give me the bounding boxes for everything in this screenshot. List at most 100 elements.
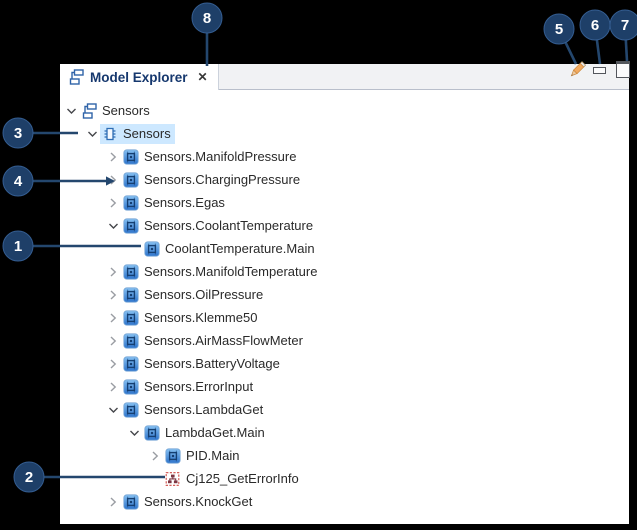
callout-number: 6 [591, 17, 599, 34]
tree-item-sensors-egas[interactable]: Sensors.Egas [60, 191, 629, 214]
module-icon [123, 217, 139, 234]
tree-item-label: Sensors.KnockGet [144, 494, 253, 509]
item-content: Sensors [79, 101, 154, 121]
structure-icon [81, 102, 97, 119]
block-icon [102, 126, 118, 142]
item-content: Sensors.ChargingPressure [121, 170, 304, 190]
tree-item-label: LambdaGet.Main [165, 425, 265, 440]
chevron-expanded-icon[interactable] [104, 402, 121, 418]
chevron-collapsed-icon[interactable] [104, 356, 121, 372]
tree-item-label: Sensors.LambdaGet [144, 402, 264, 417]
item-content: Sensors.Klemme50 [121, 308, 261, 328]
tree-item-label: Sensors.ErrorInput [144, 379, 254, 394]
tree-item-label: Sensors.Egas [144, 195, 225, 210]
chevron-collapsed-icon[interactable] [104, 149, 121, 165]
chevron-collapsed-icon[interactable] [104, 379, 121, 395]
tree-item-label: Sensors [102, 103, 150, 118]
item-content: PID.Main [163, 446, 243, 466]
minimize-icon [593, 67, 606, 74]
chevron-collapsed-icon[interactable] [104, 333, 121, 349]
item-content: Sensors.KnockGet [121, 492, 256, 512]
item-content: Sensors.CoolantTemperature [121, 216, 317, 236]
tree-item-cj125-geterrorinfo[interactable]: Cj125_GetErrorInfo [60, 467, 629, 490]
tree-item-lambdaget-main[interactable]: LambdaGet.Main [60, 421, 629, 444]
tree-item-sensors-klemme50[interactable]: Sensors.Klemme50 [60, 306, 629, 329]
tree-item-sensors-knockget[interactable]: Sensors.KnockGet [60, 490, 629, 513]
tree-item-label: Sensors [123, 126, 171, 141]
tree-item-sensors-chargingpressure[interactable]: Sensors.ChargingPressure [60, 168, 629, 191]
module-icon [165, 447, 181, 464]
model-explorer-panel: Model Explorer ✕ Sensors Sensors Sensors… [60, 64, 629, 524]
chevron-collapsed-icon[interactable] [104, 287, 121, 303]
tree-item-sensors[interactable]: Sensors [60, 122, 629, 145]
module-icon [123, 401, 139, 418]
callout-line-7 [623, 24, 629, 62]
callout-number: 5 [555, 21, 563, 38]
module-icon [123, 355, 139, 372]
tree-item-sensors-lambdaget[interactable]: Sensors.LambdaGet [60, 398, 629, 421]
item-content: Sensors.BatteryVoltage [121, 354, 284, 374]
callout-number: 3 [14, 125, 22, 142]
tab-strip: Model Explorer ✕ [60, 64, 629, 90]
tree-item-label: Sensors.ChargingPressure [144, 172, 301, 187]
chevron-collapsed-icon[interactable] [104, 494, 121, 510]
module-icon [123, 286, 139, 303]
item-content: Sensors.ErrorInput [121, 377, 257, 397]
chevron-expanded-icon[interactable] [104, 218, 121, 234]
tree-item-label: Sensors.ManifoldTemperature [144, 264, 318, 279]
item-content: Sensors.ManifoldPressure [121, 147, 300, 167]
maximize-button[interactable] [616, 61, 630, 78]
chevron-expanded-icon[interactable] [125, 425, 142, 441]
tree-item-sensors-airmassflowmeter[interactable]: Sensors.AirMassFlowMeter [60, 329, 629, 352]
tab-close-icon[interactable]: ✕ [197, 70, 208, 84]
module-icon [144, 424, 160, 441]
callout-number: 8 [203, 10, 211, 27]
module-icon [123, 194, 139, 211]
item-content: LambdaGet.Main [142, 423, 269, 443]
item-content: Sensors.OilPressure [121, 285, 267, 305]
callout-badge-6 [579, 9, 611, 41]
tree-item-label: PID.Main [186, 448, 240, 463]
edit-button[interactable] [566, 59, 588, 81]
maximize-icon [616, 61, 630, 78]
chevron-spacer [146, 471, 163, 487]
tree-item-label: Sensors.Klemme50 [144, 310, 258, 325]
chevron-expanded-icon[interactable] [83, 126, 100, 142]
tree-item-label: Sensors.AirMassFlowMeter [144, 333, 303, 348]
callout-badge-3 [2, 117, 34, 149]
module-icon [144, 240, 160, 257]
chevron-collapsed-icon[interactable] [146, 448, 163, 464]
tree-item-sensors-manifoldtemperature[interactable]: Sensors.ManifoldTemperature [60, 260, 629, 283]
tree-item-label: Sensors.ManifoldPressure [144, 149, 297, 164]
tree-item-label: Sensors.OilPressure [144, 287, 264, 302]
chevron-collapsed-icon[interactable] [104, 172, 121, 188]
chevron-collapsed-icon[interactable] [104, 310, 121, 326]
chevron-collapsed-icon[interactable] [104, 264, 121, 280]
tree-item-sensors-manifoldpressure[interactable]: Sensors.ManifoldPressure [60, 145, 629, 168]
minimize-button[interactable] [593, 67, 606, 74]
tree-item-label: CoolantTemperature.Main [165, 241, 315, 256]
tree-item-sensors-coolanttemperature[interactable]: Sensors.CoolantTemperature [60, 214, 629, 237]
selected-item-content: Sensors [100, 123, 175, 144]
tree-item-sensors-oilpressure[interactable]: Sensors.OilPressure [60, 283, 629, 306]
callout-badge-8 [191, 2, 223, 34]
tree-item-sensors-batteryvoltage[interactable]: Sensors.BatteryVoltage [60, 352, 629, 375]
module-icon [123, 378, 139, 395]
callout-number: 2 [25, 469, 33, 486]
tree: Sensors Sensors Sensors.ManifoldPressure [60, 90, 629, 513]
tree-item-label: Sensors.BatteryVoltage [144, 356, 280, 371]
callout-number: 1 [14, 238, 22, 255]
chevron-collapsed-icon[interactable] [104, 195, 121, 211]
item-content: CoolantTemperature.Main [142, 239, 319, 259]
chevron-expanded-icon[interactable] [62, 103, 79, 119]
callout-badge-4 [2, 165, 34, 197]
tab-model-explorer[interactable]: Model Explorer ✕ [60, 64, 219, 90]
tree-item-sensors[interactable]: Sensors [60, 99, 629, 122]
module-icon [123, 148, 139, 165]
model-explorer-icon [68, 69, 84, 85]
tree-item-sensors-errorinput[interactable]: Sensors.ErrorInput [60, 375, 629, 398]
tree-item-coolanttemperature-main[interactable]: CoolantTemperature.Main [60, 237, 629, 260]
callout-number: 7 [621, 17, 629, 34]
tree-item-label: Sensors.CoolantTemperature [144, 218, 314, 233]
tree-item-pid-main[interactable]: PID.Main [60, 444, 629, 467]
